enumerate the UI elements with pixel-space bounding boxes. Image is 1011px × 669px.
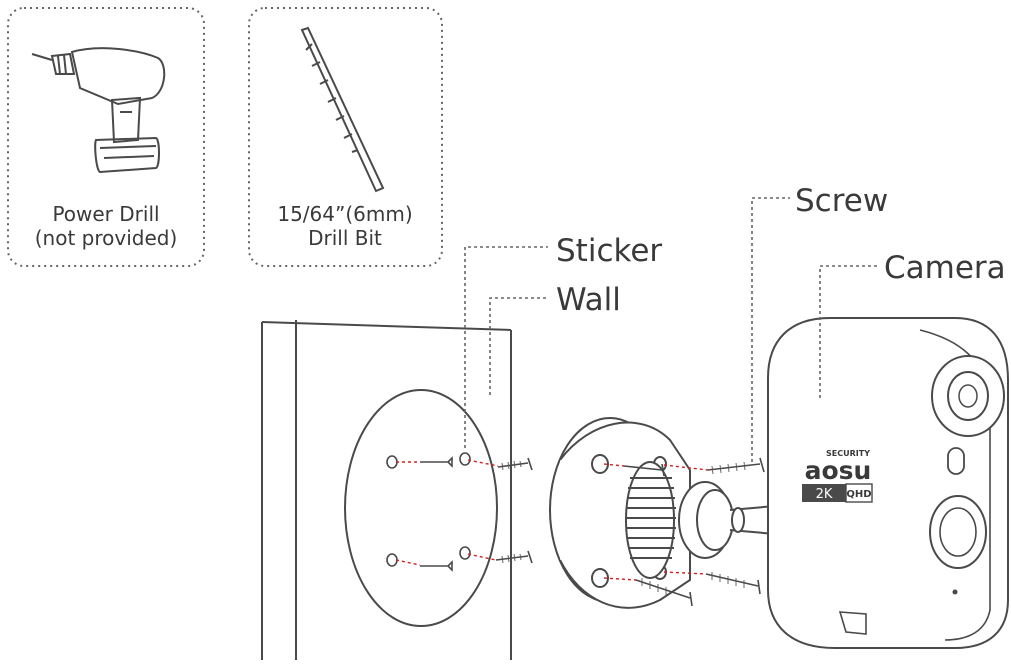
tool-label-line2: Drill Bit — [308, 226, 382, 250]
drill-bit-icon — [300, 26, 385, 193]
screw — [705, 572, 761, 595]
power-drill-icon — [31, 47, 166, 174]
tool-box-border — [248, 7, 443, 267]
camera-brand-logo: aosu — [805, 456, 872, 485]
drill-guide-lines — [395, 459, 709, 581]
callout-sticker: Sticker — [556, 233, 662, 269]
quality-badge — [845, 483, 873, 503]
resolution-badge-label: 2K — [816, 487, 833, 502]
screw — [495, 550, 533, 564]
wall-anchors — [420, 456, 453, 572]
callout-leaders — [464, 197, 878, 462]
screw — [635, 578, 693, 607]
camera-mic-icon — [952, 589, 958, 595]
screw — [497, 457, 533, 471]
wall-illustration — [261, 320, 512, 660]
camera-brand-tag: SECURITY — [826, 449, 870, 458]
tool-label-line2: (not provided) — [35, 226, 178, 250]
tool-box-power-drill: Power Drill (not provided) — [7, 7, 205, 267]
screws — [495, 457, 765, 607]
sticker-illustration — [344, 389, 498, 627]
callout-screw: Screw — [795, 183, 888, 219]
tool-box-border — [7, 7, 205, 267]
resolution-badge — [802, 484, 846, 502]
tool-box-drill-bit: 15/64”(6mm) Drill Bit — [248, 7, 443, 267]
sticker-hole — [459, 452, 471, 466]
quality-badge-label: QHD — [846, 489, 871, 500]
camera-illustration: SECURITY aosu 2K QHD — [767, 317, 1009, 649]
tool-label-line1: Power Drill — [52, 202, 159, 226]
tool-label-line1: 15/64”(6mm) — [277, 202, 412, 226]
callout-camera: Camera — [884, 250, 1006, 286]
screw — [707, 457, 765, 475]
mount-base-illustration — [549, 417, 776, 609]
sticker-hole — [459, 546, 471, 560]
callout-wall: Wall — [556, 282, 621, 318]
camera-indicator-icon — [947, 447, 965, 475]
screw — [623, 463, 665, 477]
